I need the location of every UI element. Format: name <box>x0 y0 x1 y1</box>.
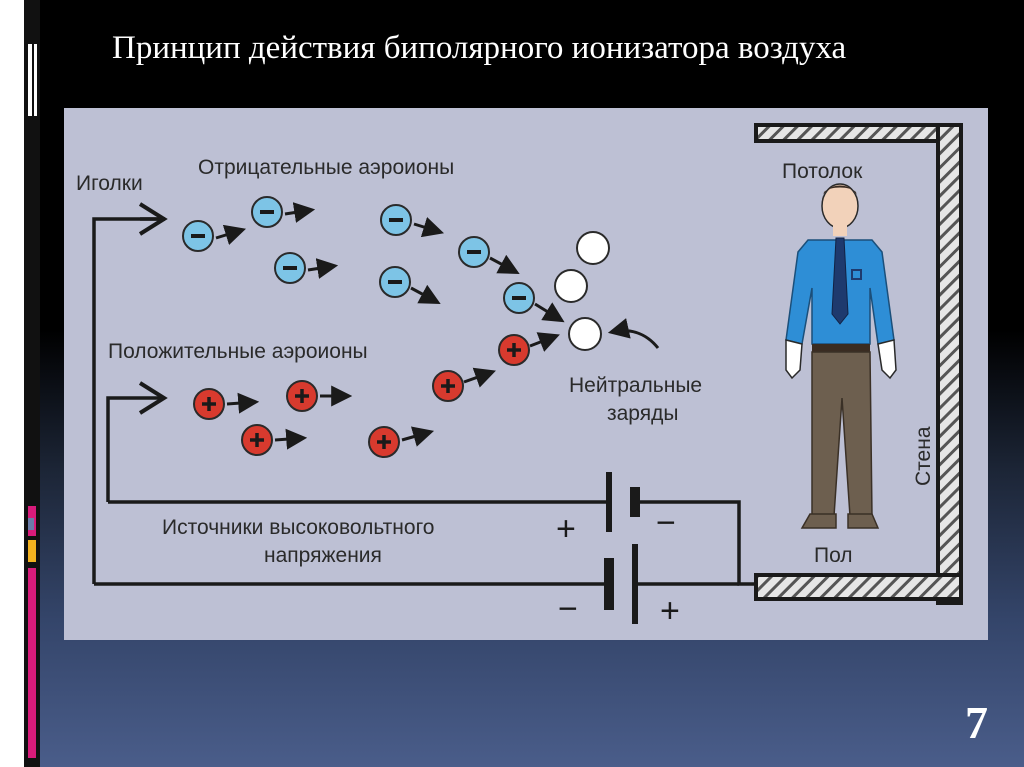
battery2-minus-sign: − <box>558 590 578 628</box>
neutral-charge <box>576 231 610 265</box>
positive-ions <box>193 332 560 458</box>
needles <box>138 202 168 415</box>
neutral-charges-label-1: Нейтральные <box>569 374 702 397</box>
battery1-plus-sign: + <box>556 510 576 548</box>
positive-ion <box>368 426 435 458</box>
positive-ion <box>286 380 353 412</box>
battery-positive-source <box>606 472 640 532</box>
battery1-minus-sign: − <box>656 504 676 542</box>
neutral-charge <box>554 269 588 303</box>
negative-ion <box>379 266 441 304</box>
floor-label: Пол <box>814 544 853 567</box>
floor-slab <box>754 573 963 601</box>
positive-ion <box>498 332 560 366</box>
negative-ion <box>503 282 565 323</box>
battery-negative-source <box>604 544 638 624</box>
wall-label: Стена <box>912 426 935 486</box>
room-structure <box>754 123 963 605</box>
ionizer-diagram: + − − + Иголки Отрицательные аэроионы По… <box>64 108 988 640</box>
negative-ions-label: Отрицательные аэроионы <box>198 156 454 179</box>
person-figure <box>785 183 897 529</box>
page-number: 7 <box>965 697 988 748</box>
negative-ion <box>380 204 445 238</box>
battery2-plus-sign: + <box>660 592 680 630</box>
negative-ion <box>182 220 247 252</box>
neutral-pointer-arrow <box>607 318 660 349</box>
ceiling-label: Потолок <box>782 160 863 183</box>
negative-ion <box>251 196 316 228</box>
negative-ion <box>458 236 520 274</box>
negative-ion <box>274 252 339 284</box>
positive-needle <box>138 381 168 415</box>
sources-label-1: Источники высоковольтного <box>162 516 434 539</box>
left-decor-graphic <box>0 0 40 767</box>
positive-ions-label: Положительные аэроионы <box>108 340 368 363</box>
needles-label: Иголки <box>76 172 143 195</box>
slide-title: Принцип действия биполярного ионизатора … <box>112 30 847 66</box>
positive-ion <box>432 367 496 402</box>
wall-slab <box>936 123 963 605</box>
circuit-wires <box>92 217 756 586</box>
neutral-charges-label-2: заряды <box>607 402 678 425</box>
neutral-charge <box>568 317 602 351</box>
ceiling-slab <box>754 123 963 143</box>
positive-needle-wire <box>106 396 164 502</box>
positive-ion <box>193 388 260 420</box>
negative-needle <box>138 202 168 236</box>
neutral-charges <box>554 231 610 351</box>
negative-ions <box>182 196 565 323</box>
sources-label-2: напряжения <box>264 544 382 567</box>
positive-ion <box>241 424 308 456</box>
